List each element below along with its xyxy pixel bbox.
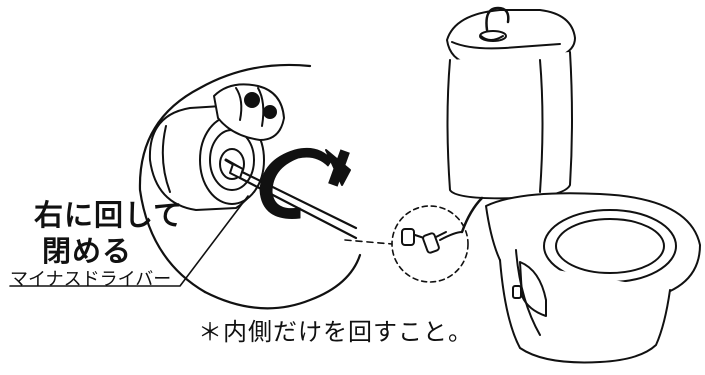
- toilet-icon: [447, 8, 700, 362]
- instruction-text-line-2: 閉める: [42, 228, 132, 270]
- valve-inset: [140, 65, 360, 308]
- valve-detail: [392, 206, 468, 282]
- clockwise-arrow-icon: [260, 148, 350, 218]
- note-text: ＊内側だけを回すこと。: [198, 312, 473, 347]
- tool-label: マイナスドライバー: [10, 265, 171, 291]
